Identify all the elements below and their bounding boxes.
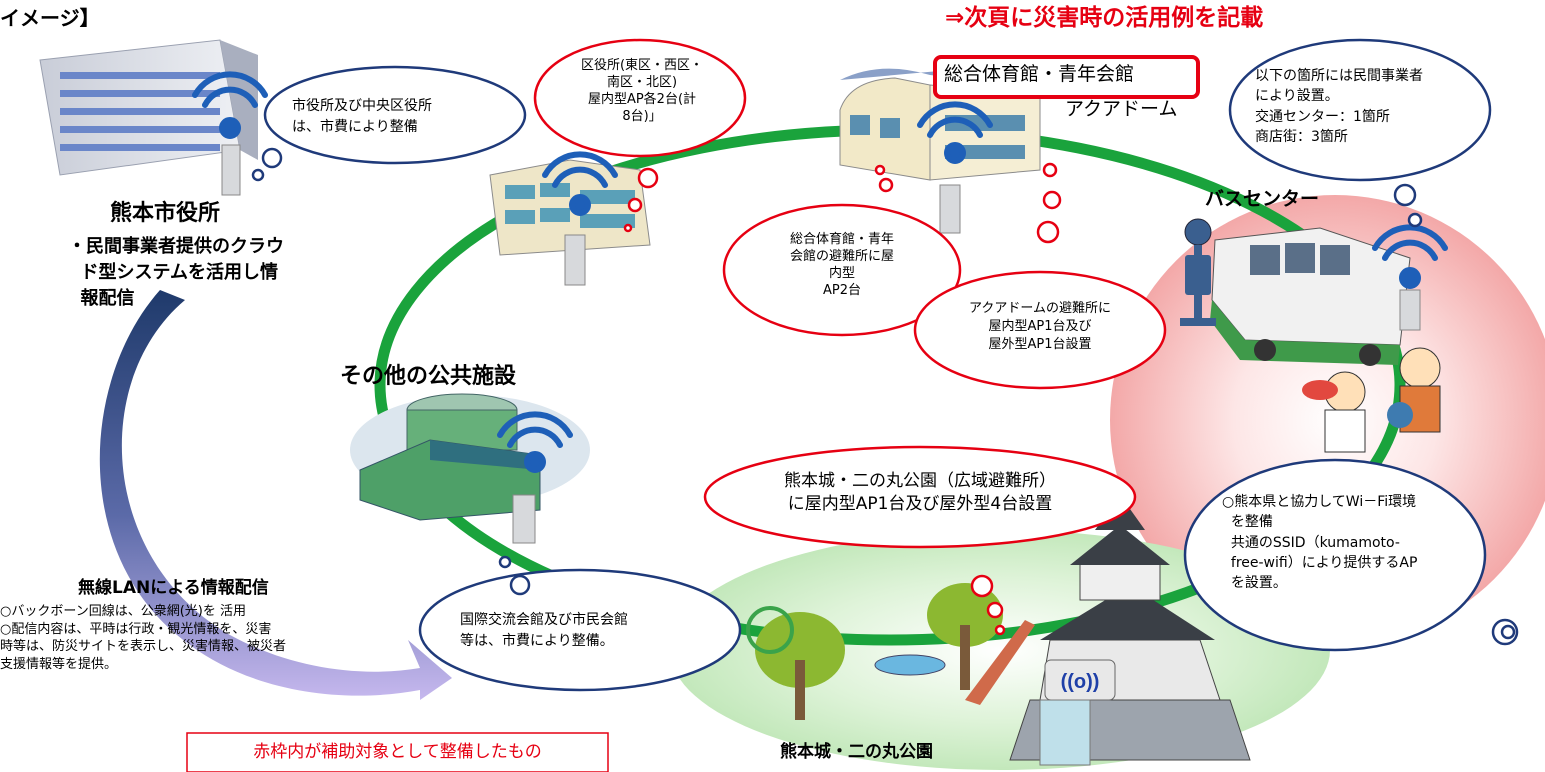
distribution-arrow [99, 290, 452, 700]
prefecture-bubble-text: ○熊本県と協力してWi－Fi環境 を整備 共通のSSID（kumamoto- f… [1222, 494, 1418, 592]
bus-center-label: バスセンター [1205, 188, 1320, 210]
legend-frame [186, 732, 609, 772]
bus-icon [1210, 227, 1411, 366]
wireless-title: 無線LANによる情報配信 [78, 578, 269, 598]
ward-offices-bubble-text: 区役所(東区・西区・ 南区・北区) 屋内型AP各2台(計 8台)」 [580, 58, 704, 124]
private-bubble-text: 以下の箇所には民間事業者 により設置。 交通センター：1箇所 商店街：3箇所 [1255, 68, 1423, 145]
private-bubble-shape [1228, 38, 1492, 182]
other-public-label: その他の公共施設 [340, 364, 517, 389]
wifi-icon-ward-office [542, 151, 618, 216]
wifi-icon-gym [917, 101, 993, 164]
gym-hall-label: 総合体育館・青年会館 [944, 63, 1135, 85]
castle-bubble-shape [703, 445, 1137, 549]
ward-offices-bubble-shape [533, 38, 747, 158]
wifi-icon-public-facility [497, 411, 573, 473]
exchange-bubble-shape [418, 568, 742, 692]
legend-note: 赤枠内が補助対象として整備したもの [253, 742, 542, 762]
wifi-icon-city-hall [192, 71, 268, 139]
city-hall-description: ・民間事業者提供のクラウ ド型システムを活用し情 報配信 [68, 236, 284, 310]
next-page-note: ⇒次頁に災害時の活用例を記載 [945, 5, 1264, 31]
public-facility-building-icon [350, 393, 590, 521]
gym-bubble-shape [722, 203, 962, 337]
city-hall-name: 熊本市役所 [110, 201, 221, 226]
city-hall-bubble-text: 市役所及び中央区役所 は、市費により整備 [292, 98, 432, 135]
bus-stop-icon [1180, 218, 1216, 326]
city-hall-bubble-shape [263, 65, 527, 165]
aquadome-bubble-shape [913, 270, 1167, 390]
castle-bubble-text: 熊本城・二の丸公園（広域避難所） に屋内型AP1台及び屋外型4台設置 [784, 471, 1056, 514]
wireless-body: ○バックボーン回線は、公衆網(光)を 活用 ○配信内容は、平時は行政・観光情報を… [0, 604, 287, 672]
city-hall-building-icon [39, 39, 258, 176]
merchants-illustration-icon [1302, 347, 1441, 453]
aquadome-label: アクアドーム [1065, 98, 1178, 120]
gym-label-frame [933, 55, 1200, 99]
prefecture-bubble-shape [1183, 458, 1487, 652]
gym-bubble-text: 総合体育館・青年 会館の避難所に屋 内型 AP2台 [789, 232, 894, 298]
wifi-icon-bus-center [1372, 224, 1448, 289]
park-illustration-icon [746, 583, 1035, 720]
castle-signal-label: ((o)) [1061, 671, 1100, 693]
signal-icon-castle: ((o)) [1039, 659, 1116, 766]
exchange-bubble-text: 国際交流会館及び市民会館 等は、市費により整備。 [460, 612, 628, 649]
image-title-fragment: イメージ】 [0, 6, 100, 30]
castle-park-label: 熊本城・二の丸公園 [780, 742, 933, 762]
aquadome-bubble-text: アクアドームの避難所に 屋内型AP1台及び 屋外型AP1台設置 [969, 301, 1111, 353]
